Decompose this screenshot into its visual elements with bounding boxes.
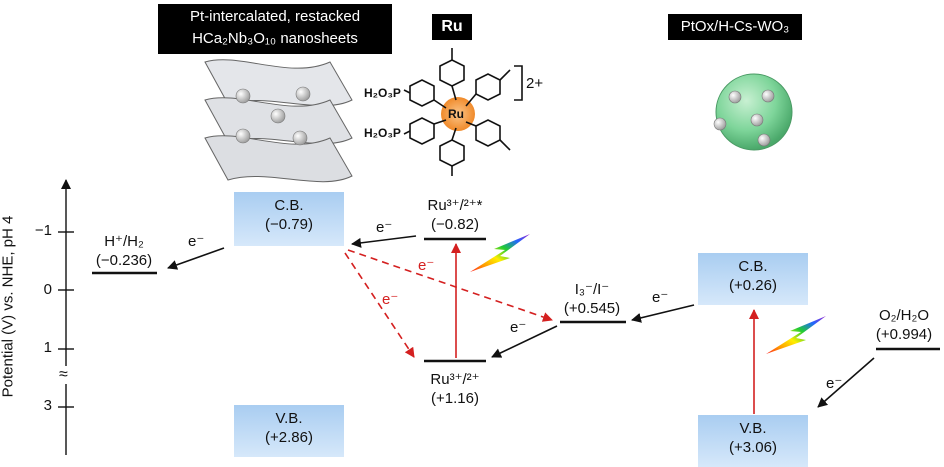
iodide-value: (+0.545) (563, 300, 621, 317)
o2-level-value: (+0.994) (875, 326, 933, 343)
complex-charge: 2+ (526, 75, 544, 92)
arrow-cb-to-iodide (347, 249, 553, 322)
ru-ground-value: (+1.16) (431, 390, 479, 407)
ru-excited-value: (−0.82) (431, 216, 479, 233)
iodide-title: I₃⁻/I⁻ (574, 281, 610, 298)
phosphonate-top: H₂O₃P (364, 86, 401, 100)
electron-arrows (167, 235, 875, 408)
axis-label: Potential (V) vs. NHE, pH 4 (0, 215, 17, 398)
wo3-cb-value: (+0.26) (729, 277, 777, 294)
nanosheet-cb-band: C.B. (−0.79) (234, 192, 344, 246)
electron-label-red-lower: e⁻ (382, 291, 399, 308)
wo3-cb-band: C.B. (+0.26) (698, 253, 808, 305)
arrow-cb-to-ru-ground (344, 252, 415, 358)
iodide-label: I₃⁻/I⁻ (+0.545) (552, 280, 632, 318)
nanosheet-cb-title: C.B. (274, 197, 304, 214)
wo3-sphere-illustration (713, 73, 793, 151)
wo3-vb-title: V.B. (739, 420, 767, 437)
tick-3: 3 (43, 397, 52, 414)
o2-level-label: O₂/H₂O (+0.994) (866, 306, 942, 344)
ru-center-label: Ru (448, 107, 464, 121)
arrow-iodide-to-ru (491, 325, 558, 358)
electron-label-ru-to-cb: e⁻ (376, 219, 393, 236)
nanosheet-cb-value: (−0.79) (265, 216, 313, 233)
tick-minus-1: −1 (34, 222, 52, 239)
energy-levels (92, 237, 940, 363)
wo3-cb-title: C.B. (738, 258, 768, 275)
nanosheet-label-line1: Pt-intercalated, restacked (189, 8, 361, 25)
ru-ground-title: Ru³⁺/²⁺ (430, 371, 480, 388)
ru-excited-label: Ru³⁺/²⁺* (−0.82) (415, 196, 495, 234)
h2-level-title: H⁺/H₂ (104, 233, 144, 250)
red-arrows (344, 243, 759, 414)
phosphonate-bottom: H₂O₃P (364, 126, 401, 140)
wo3-label: PtOx/H-Cs-WO₃ (668, 14, 802, 40)
electron-label-red-upper: e⁻ (418, 257, 435, 274)
arrow-cb-to-h2 (167, 247, 225, 270)
dye-label: Ru (432, 14, 472, 40)
tick-0: 0 (43, 281, 52, 298)
h2-level-value: (−0.236) (95, 252, 153, 269)
nanosheet-vb-band: V.B. (+2.86) (234, 405, 344, 457)
tick-1: 1 (43, 339, 52, 356)
nanosheet-vb-title: V.B. (275, 410, 303, 427)
arrow-o2-to-vb (817, 357, 875, 408)
nanosheet-label-line2: HCa₂Nb₃O₁₀ nanosheets (192, 30, 358, 47)
ru-complex-illustration (403, 48, 523, 176)
potential-axis (58, 179, 74, 455)
wo3-vb-band: V.B. (+3.06) (698, 415, 808, 467)
nanosheet-illustration (204, 59, 353, 183)
electron-label-to-h2: e⁻ (188, 233, 205, 250)
electron-label-iodide-to-ru: e⁻ (510, 319, 527, 336)
arrow-wo3-to-iodide (631, 304, 695, 323)
wo3-vb-value: (+3.06) (729, 439, 777, 456)
electron-label-wo3-to-iodide: e⁻ (652, 289, 669, 306)
ru-excited-title: Ru³⁺/²⁺* (427, 197, 483, 214)
arrow-ru-to-cb (351, 235, 417, 248)
electron-label-o2-to-vb: e⁻ (826, 375, 843, 392)
nanosheet-label: Pt-intercalated, restacked HCa₂Nb₃O₁₀ na… (158, 4, 392, 54)
axis-break-symbol: ≈ (59, 366, 68, 384)
ru-ground-label: Ru³⁺/²⁺ (+1.16) (415, 370, 495, 408)
nanosheet-vb-value: (+2.86) (265, 429, 313, 446)
h2-level-label: H⁺/H₂ (−0.236) (86, 232, 162, 270)
light-icon (470, 234, 826, 354)
o2-level-title: O₂/H₂O (879, 307, 929, 324)
